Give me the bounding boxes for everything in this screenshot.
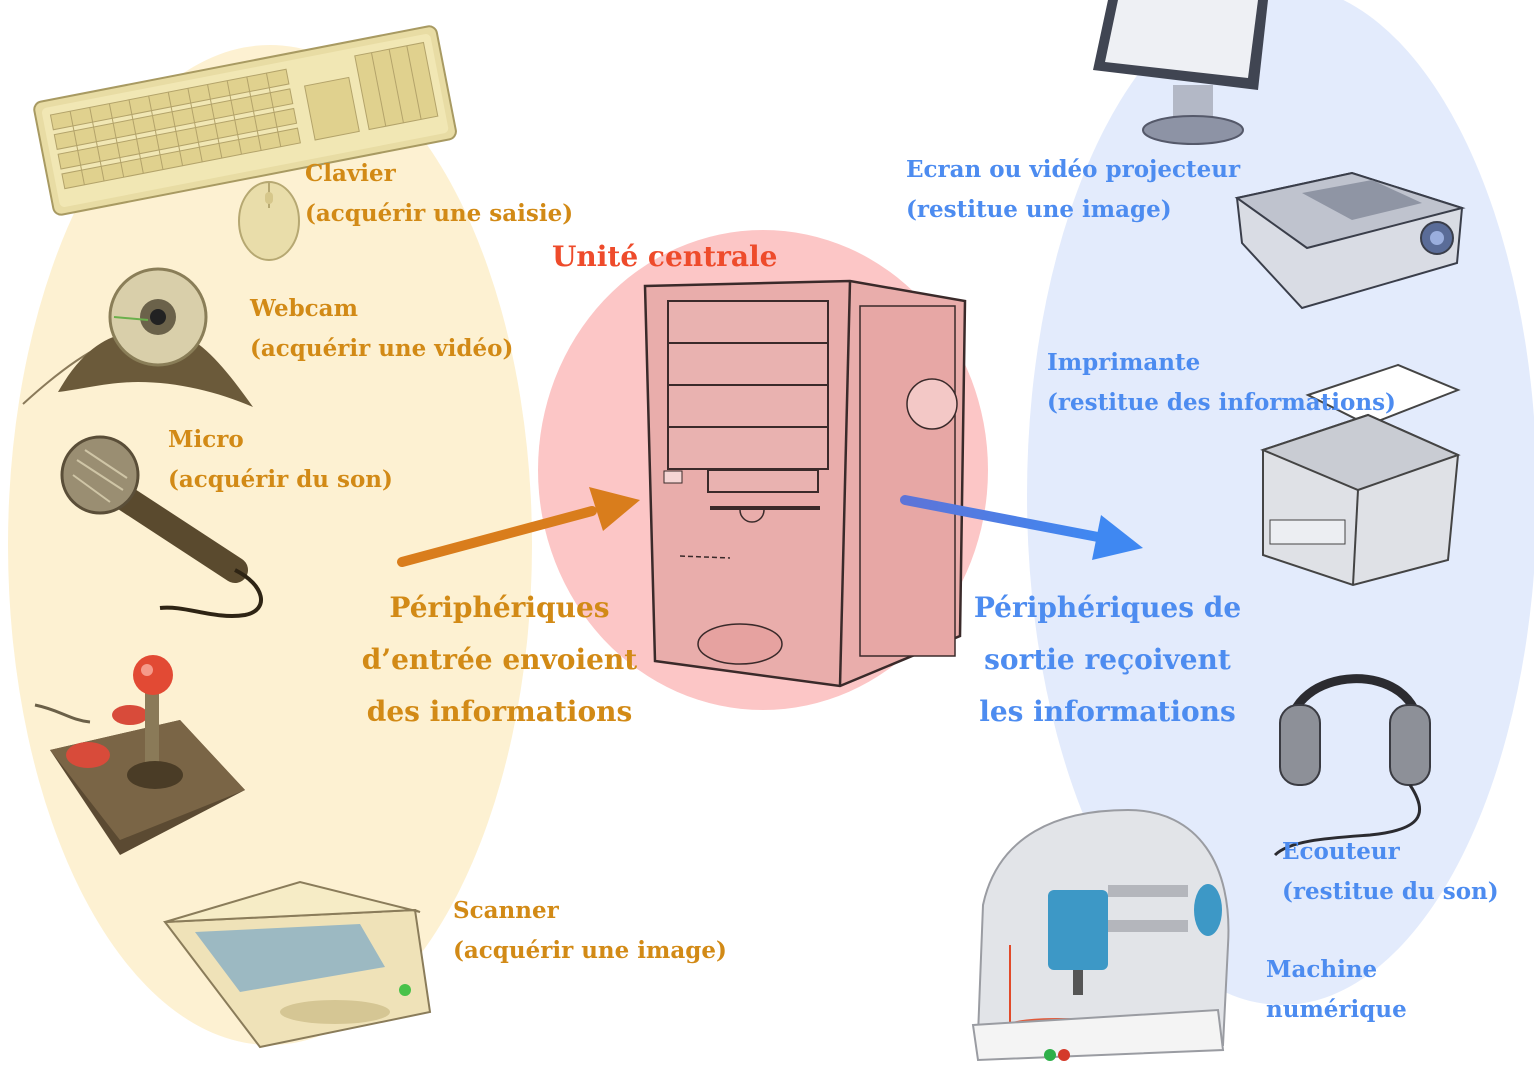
device-role: (restitue du son) <box>1282 878 1499 905</box>
output-label-ecouteur: Ecouteur (restitue du son) <box>1282 832 1499 912</box>
output-caption-line: Périphériques de <box>973 591 1242 624</box>
central-unit-title: Unité centrale <box>552 240 778 273</box>
device-name: Ecran ou vidéo projecteur <box>906 156 1241 183</box>
device-role: (acquérir une vidéo) <box>250 335 514 362</box>
device-role: (acquérir une image) <box>453 937 727 964</box>
output-caption: Périphériques de sortie reçoivent les in… <box>920 582 1295 738</box>
input-arrow <box>397 487 640 567</box>
device-name: Machine <box>1266 956 1378 983</box>
joystick-icon <box>34 655 245 855</box>
device-name: Clavier <box>305 160 396 187</box>
output-label-imprimante: Imprimante (restitue des informations) <box>1047 343 1396 423</box>
projector-icon <box>1234 171 1466 310</box>
device-name: Ecouteur <box>1282 838 1400 865</box>
device-role: (restitue une image) <box>906 196 1172 223</box>
output-arrow <box>900 495 1143 560</box>
input-label-clavier: Clavier (acquérir une saisie) <box>305 154 573 234</box>
headphones-icon <box>1273 674 1431 857</box>
monitor-icon <box>1093 0 1268 145</box>
device-name: Webcam <box>250 295 358 322</box>
device-role: numérique <box>1266 996 1407 1023</box>
input-label-micro: Micro (acquérir du son) <box>168 420 393 500</box>
input-caption: Périphériques d’entrée envoient des info… <box>312 582 687 738</box>
input-caption-line: Périphériques <box>389 591 610 624</box>
output-caption-line: les informations <box>979 695 1236 728</box>
cnc-machine-icon <box>971 808 1230 1062</box>
output-label-ecran: Ecran ou vidéo projecteur (restitue une … <box>906 150 1240 230</box>
webcam-icon <box>22 267 253 407</box>
device-name: Scanner <box>453 897 559 924</box>
output-caption-line: sortie reçoivent <box>984 643 1231 676</box>
input-label-scanner: Scanner (acquérir une image) <box>453 891 727 971</box>
device-name: Micro <box>168 426 244 453</box>
input-caption-line: des informations <box>366 695 633 728</box>
microphone-icon <box>60 435 263 618</box>
printer-icon <box>1260 363 1461 587</box>
input-label-webcam: Webcam (acquérir une vidéo) <box>250 289 513 369</box>
device-role: (acquérir une saisie) <box>305 200 574 227</box>
device-role: (restitue des informations) <box>1047 389 1396 416</box>
input-caption-line: d’entrée envoient <box>361 643 638 676</box>
device-role: (acquérir du son) <box>168 466 393 493</box>
keyboard-icon <box>33 25 457 216</box>
output-label-machine: Machine numérique <box>1266 950 1407 1030</box>
scanner-icon <box>163 880 432 1049</box>
device-name: Imprimante <box>1047 349 1201 376</box>
computer-tower-icon <box>643 279 967 688</box>
mouse-icon <box>238 181 300 261</box>
